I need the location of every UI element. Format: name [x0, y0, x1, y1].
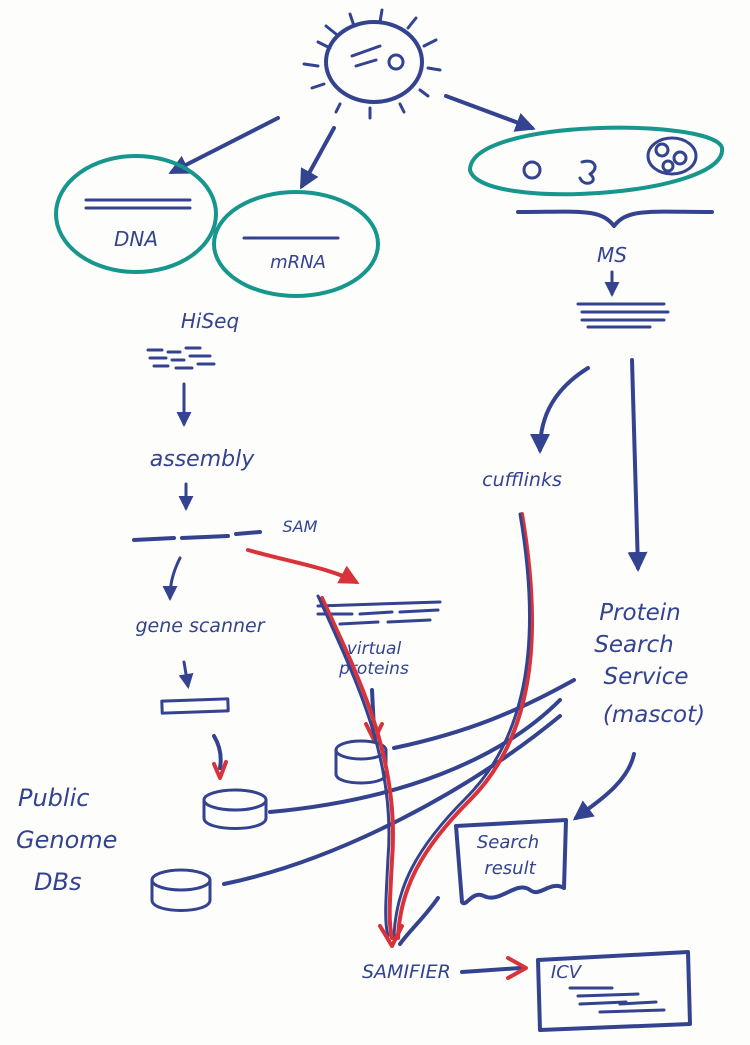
genome-label: Genome	[16, 826, 117, 854]
dna-label: DNA	[114, 227, 158, 251]
link-gene-db-protein-search	[268, 698, 562, 814]
icv-node: ICV	[536, 950, 692, 1032]
arrow-cell-to-proteins	[444, 94, 536, 132]
arrow-virtual-proteins-samifier	[316, 594, 391, 938]
gene-scanner-output-box	[160, 697, 230, 715]
search-result-document: Search result	[454, 818, 568, 906]
arrow-sam-virtual-proteins	[246, 548, 360, 584]
arrow-search-result-samifier	[398, 896, 440, 946]
link-virtual-db-protein-search	[392, 678, 576, 750]
brace	[516, 209, 714, 228]
arrow-ms-protein-search	[627, 358, 648, 572]
mrna-label: mRNA	[270, 252, 326, 273]
virtual-proteins-lines	[316, 600, 442, 626]
cell-icon	[302, 8, 442, 120]
arrow-protein-search-result	[572, 752, 636, 821]
arrow-sam-gene-scanner	[162, 556, 182, 601]
public-genome-database-icon	[150, 868, 212, 912]
gene-scanner-database-icon	[202, 788, 268, 830]
arrow-ms-cufflinks	[530, 366, 590, 454]
arrow-cell-to-mrna	[300, 126, 336, 190]
gene-scanner-label: gene scanner	[135, 615, 265, 637]
sam-contigs	[132, 530, 262, 542]
mrna-node: mRNA	[212, 190, 380, 298]
samifier-label: SAMIFIER	[362, 961, 451, 983]
arrow-samifier-head	[378, 924, 404, 948]
public-label: Public	[18, 784, 89, 812]
arrow-virtual-proteins-samifier-red	[320, 596, 395, 940]
icv-content-lines	[568, 986, 666, 1014]
search-result-search-label: Search	[477, 832, 539, 853]
hiseq-label: HiSeq	[181, 309, 239, 333]
reads-icon	[146, 346, 216, 370]
service-label: Service	[603, 664, 688, 690]
dna-node: DNA	[54, 154, 218, 274]
arrow-samifier-icv-stem	[460, 966, 522, 974]
arrow-cufflinks-samifier	[392, 512, 532, 938]
dbs-label: DBs	[34, 868, 81, 896]
cufflinks-label: cufflinks	[482, 469, 562, 491]
sam-label: SAM	[283, 517, 318, 536]
arrow-gene-scanner-bar	[178, 660, 194, 689]
arrow-cufflinks-samifier-red	[396, 512, 535, 940]
assembly-label: assembly	[150, 447, 255, 472]
search-result-result-label: result	[484, 858, 536, 879]
icv-label: ICV	[551, 962, 583, 983]
arrow-gene-scanner-db-stem	[212, 734, 223, 770]
proteins-node	[467, 125, 725, 197]
link-public-db-protein-search	[222, 714, 562, 886]
arrow-gene-scanner-db-head	[212, 760, 228, 780]
arrow-samifier-icv-head	[506, 956, 528, 980]
arrow-virtual-proteins-db-head	[364, 722, 384, 742]
ms-spectrum-lines	[576, 302, 670, 329]
arrow-cell-to-dna	[168, 116, 280, 174]
protein-label: Protein	[599, 600, 681, 626]
mascot-label: (mascot)	[603, 702, 705, 728]
ms-label: MS	[597, 243, 627, 267]
virtual-label: virtual	[347, 639, 402, 659]
search-label: Search	[594, 632, 674, 658]
